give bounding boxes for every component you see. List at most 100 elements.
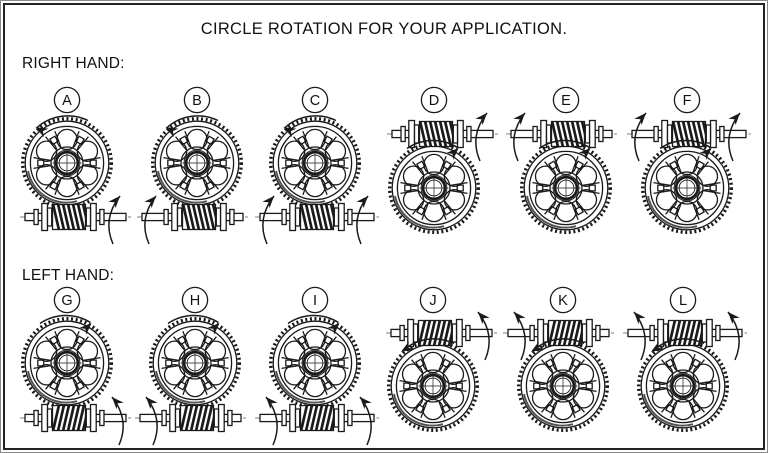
- config-badge-a: A: [53, 86, 81, 114]
- config-badge-circle: [53, 286, 81, 314]
- config-badge-circle: [673, 86, 701, 114]
- config-badge-d: D: [420, 86, 448, 114]
- shaft-rotation-arrow-left: [513, 112, 526, 162]
- worm-shaft: [503, 320, 614, 347]
- shaft-rotation-arrow-left: [265, 396, 278, 446]
- gear-assembly-a: A: [20, 86, 131, 245]
- worm-shaft: [135, 405, 246, 432]
- shaft-rotation-arrow-left: [144, 195, 157, 245]
- gear-assembly-e: E: [506, 86, 617, 233]
- shaft-rotation-arrow-right: [475, 112, 488, 162]
- gear-assembly-g: G: [20, 286, 131, 446]
- shaft-rotation-arrow-right: [477, 311, 490, 361]
- section-label-right-hand: RIGHT HAND:: [22, 55, 125, 72]
- gear-assembly-d: D: [387, 86, 498, 233]
- worm-wheel: [271, 319, 360, 408]
- config-badge-circle: [552, 86, 580, 114]
- shaft-rotation-arrow-left: [633, 311, 646, 361]
- config-label-b: B: [192, 93, 202, 109]
- config-badge-c: C: [301, 86, 329, 114]
- worm-wheel: [271, 119, 360, 208]
- worm-wheel: [643, 144, 732, 233]
- wheel-rotation-arrow-ccw: [651, 338, 705, 352]
- wheel-rotation-arrow-cw: [538, 139, 591, 160]
- gear-assembly-k: K: [503, 286, 614, 431]
- worm-wheel: [389, 342, 478, 431]
- shaft-rotation-arrow-left: [513, 311, 526, 361]
- worm-shaft: [623, 320, 747, 347]
- worm-shaft: [255, 405, 379, 432]
- config-badge-circle: [419, 286, 447, 314]
- section-label-left-hand: LEFT HAND:: [22, 267, 115, 284]
- worm-shaft: [20, 204, 131, 231]
- worm-shaft: [255, 204, 379, 231]
- wheel-rotation-arrow-ccw: [283, 115, 337, 138]
- config-badge-k: K: [549, 286, 577, 314]
- gear-assembly-b: B: [137, 86, 248, 245]
- config-badge-circle: [301, 286, 329, 314]
- shaft-rotation-arrow-right: [728, 112, 741, 162]
- config-badge-circle: [183, 86, 211, 114]
- wheel-rotation-arrow-ccw: [165, 115, 219, 138]
- worm-wheel: [522, 144, 611, 233]
- config-label-f: F: [683, 93, 692, 109]
- shaft-rotation-arrow-right: [359, 396, 372, 446]
- wheel-rotation-arrow-cw: [167, 314, 220, 335]
- worm-wheel: [151, 319, 240, 408]
- config-badge-circle: [420, 86, 448, 114]
- config-badge-f: F: [673, 86, 701, 114]
- worm-wheel: [519, 342, 608, 431]
- config-badge-circle: [669, 286, 697, 314]
- gear-assembly-l: L: [623, 286, 747, 431]
- shaft-rotation-arrow-right: [356, 195, 369, 245]
- worm-shaft: [387, 121, 498, 148]
- gear-assembly-f: F: [627, 86, 751, 233]
- worm-wheel: [639, 342, 728, 431]
- shaft-rotation-arrow-right: [111, 396, 124, 446]
- wheel-rotation-arrow-cw: [287, 314, 340, 335]
- config-label-i: I: [313, 293, 317, 309]
- shaft-rotation-arrow-left: [634, 112, 647, 162]
- config-badge-circle: [301, 86, 329, 114]
- wheel-rotation-arrow-cw: [39, 314, 92, 335]
- config-badge-l: L: [669, 286, 697, 314]
- worm-shaft: [20, 405, 131, 432]
- gear-assembly-c: C: [255, 86, 379, 245]
- config-label-e: E: [561, 93, 571, 109]
- worm-shaft: [386, 320, 497, 347]
- config-badge-h: H: [181, 286, 209, 314]
- config-badge-e: E: [552, 86, 580, 114]
- wheel-rotation-arrow-ccw: [531, 338, 585, 352]
- config-badge-j: J: [419, 286, 447, 314]
- worm-wheel: [23, 119, 112, 208]
- config-badge-g: G: [53, 286, 81, 314]
- worm-wheel: [23, 319, 112, 408]
- shaft-rotation-arrow-right: [727, 311, 740, 361]
- wheel-rotation-arrow-ccw: [35, 115, 89, 138]
- config-label-a: A: [62, 93, 72, 109]
- config-label-g: G: [61, 293, 72, 309]
- worm-shaft: [506, 121, 617, 148]
- shaft-rotation-arrow-left: [145, 396, 158, 446]
- config-label-j: J: [429, 293, 436, 309]
- worm-wheel: [153, 119, 242, 208]
- wheel-rotation-arrow-cw: [659, 139, 712, 160]
- config-badge-circle: [549, 286, 577, 314]
- shaft-rotation-arrow-right: [108, 195, 121, 245]
- config-label-k: K: [558, 293, 568, 309]
- worm-wheel: [390, 144, 479, 233]
- config-label-l: L: [679, 293, 687, 309]
- config-label-h: H: [190, 293, 200, 309]
- wheel-rotation-arrow-cw: [406, 139, 459, 160]
- config-badge-b: B: [183, 86, 211, 114]
- wheel-rotation-arrow-ccw: [401, 338, 455, 352]
- config-badge-circle: [53, 86, 81, 114]
- gear-assembly-i: I: [255, 286, 379, 446]
- worm-shaft: [137, 204, 248, 231]
- config-label-c: C: [310, 93, 320, 109]
- gear-assembly-j: J: [386, 286, 497, 431]
- diagram-title: CIRCLE ROTATION FOR YOUR APPLICATION.: [200, 20, 568, 38]
- gear-assembly-h: H: [135, 286, 246, 446]
